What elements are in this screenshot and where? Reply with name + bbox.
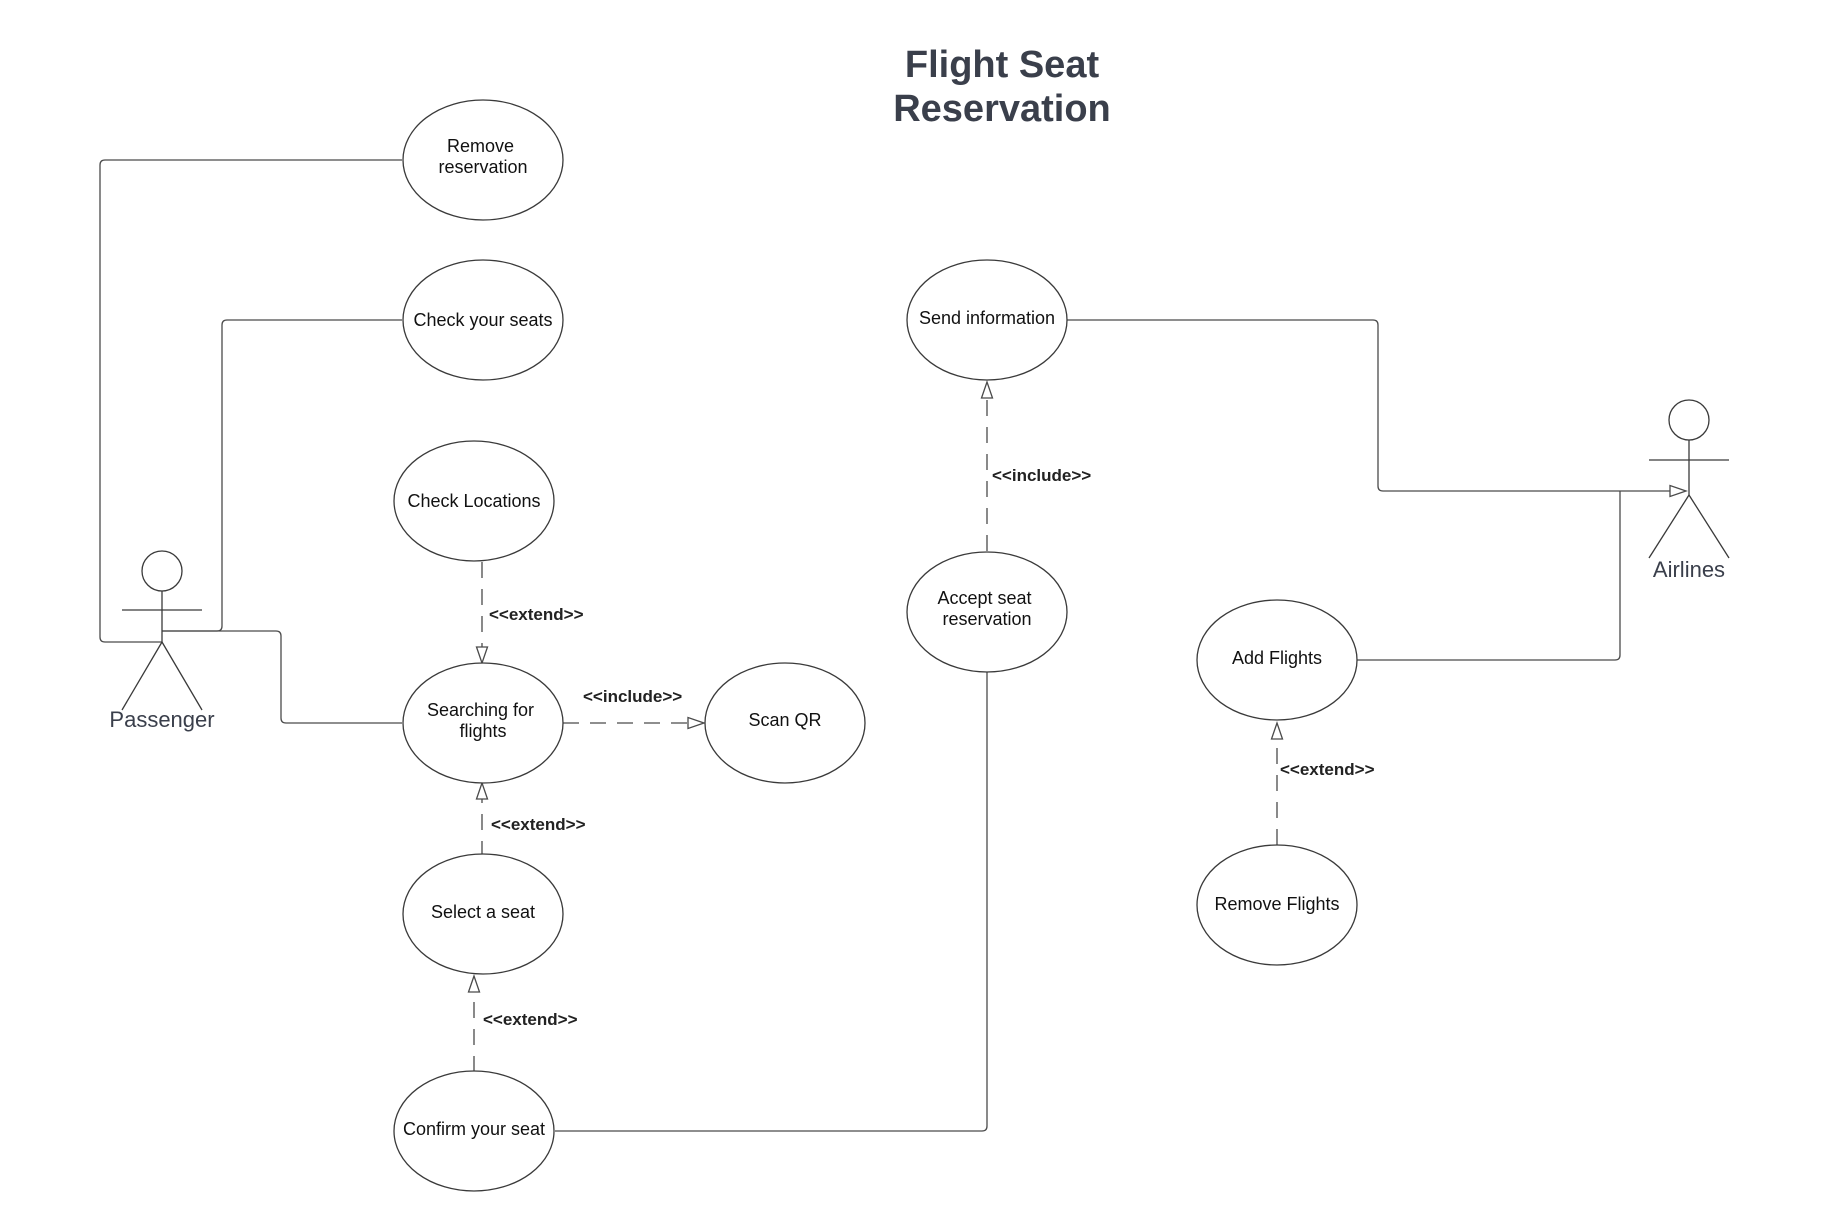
arrowhead-searching-bottom [475, 781, 489, 800]
stereo-select-seat-extend: <<extend>> [491, 815, 586, 834]
use-case-check-your-seats[interactable]: Check your seats [402, 259, 564, 381]
use-case-label: Accept seat [937, 588, 1031, 608]
use-case-label: Add Flights [1232, 648, 1322, 668]
actor-head [1668, 399, 1710, 441]
actor-left-leg [121, 641, 163, 711]
svg-text:Add Flights: Add Flights [1232, 648, 1322, 668]
actor-right-leg [161, 641, 203, 711]
arrowhead-select-seat [467, 974, 481, 993]
use-case-label: Confirm your seat [403, 1119, 545, 1139]
arrowhead-scan-qr [687, 716, 706, 730]
svg-text:Searching for flights: Searching for flights [427, 700, 539, 741]
arrowhead-add-flights [1270, 721, 1284, 740]
use-case-label: Remove [447, 136, 514, 156]
use-case-label: reservation [438, 157, 527, 177]
title-line-1: Flight Seat [905, 44, 1100, 86]
use-case-label: reservation [942, 609, 1031, 629]
actor-left-leg [1648, 494, 1690, 559]
use-case-searching-for-flights[interactable]: Searching for flights [402, 662, 564, 784]
svg-text:Remove reservation: Remove reservation [438, 136, 527, 177]
assoc-passenger-check-seats [162, 319, 402, 632]
assoc-passenger-searching-flights [162, 630, 402, 724]
svg-text:Send information: Send information [919, 308, 1055, 328]
arrowhead-searching-top [475, 646, 489, 665]
stereo-remove-flights-extend: <<extend>> [1280, 760, 1375, 779]
use-case-label: Check your seats [413, 310, 552, 330]
use-case-label: Remove Flights [1214, 894, 1339, 914]
svg-text:Check your seats: Check your seats [413, 310, 552, 330]
use-case-label: Send information [919, 308, 1055, 328]
use-case-label: Scan QR [748, 710, 821, 730]
stereo-check-locations-extend: <<extend>> [489, 605, 584, 624]
assoc-send-information-airlines [1067, 319, 1678, 492]
title-line-2: Reservation [893, 88, 1111, 130]
use-case-accept-seat-reservation[interactable]: Accept seat reservation [906, 551, 1068, 673]
actor-head [141, 550, 183, 592]
diagram-title: Flight Seat Reservation [893, 44, 1111, 130]
arrowhead-send-information [980, 380, 994, 399]
use-case-scan-qr[interactable]: Scan QR [704, 662, 866, 784]
svg-text:Remove Flights: Remove Flights [1214, 894, 1339, 914]
use-case-label: Check Locations [407, 491, 540, 511]
assoc-add-flights-airlines [1353, 491, 1621, 661]
actor-passenger-label: Passenger [109, 707, 214, 732]
use-case-select-a-seat[interactable]: Select a seat [402, 853, 564, 975]
use-case-label: flights [459, 721, 506, 741]
svg-text:Select a seat: Select a seat [431, 902, 535, 922]
use-case-add-flights[interactable]: Add Flights [1196, 599, 1358, 721]
svg-text:Confirm your seat: Confirm your seat [403, 1119, 545, 1139]
svg-text:Scan QR: Scan QR [748, 710, 821, 730]
use-case-remove-flights[interactable]: Remove Flights [1196, 844, 1358, 966]
actor-passenger[interactable]: Passenger [109, 550, 215, 732]
use-case-send-information[interactable]: Send information [906, 259, 1068, 381]
actor-airlines[interactable]: Airlines [1648, 399, 1730, 582]
actor-airlines-label: Airlines [1653, 557, 1725, 582]
assoc-passenger-remove-reservation [99, 159, 402, 643]
associations [99, 159, 1688, 1132]
svg-text:Accept seat reservation: Accept seat reservation [937, 588, 1036, 629]
use-case-confirm-your-seat[interactable]: Confirm your seat [393, 1070, 555, 1192]
use-case-label: Select a seat [431, 902, 535, 922]
svg-text:Check Locations: Check Locations [407, 491, 540, 511]
stereo-searching-include: <<include>> [583, 687, 682, 706]
actor-right-leg [1688, 494, 1730, 559]
arrowhead-airlines [1669, 484, 1688, 498]
stereo-confirm-extend: <<extend>> [483, 1010, 578, 1029]
use-case-check-locations[interactable]: Check Locations [393, 440, 555, 562]
use-case-remove-reservation[interactable]: Remove reservation [402, 99, 564, 221]
use-case-label: Searching for [427, 700, 534, 720]
assoc-confirm-accept [555, 672, 988, 1132]
dependencies: <<extend>> <<include>> <<extend>> <<exte… [467, 380, 1375, 1072]
stereo-accept-include: <<include>> [992, 466, 1091, 485]
